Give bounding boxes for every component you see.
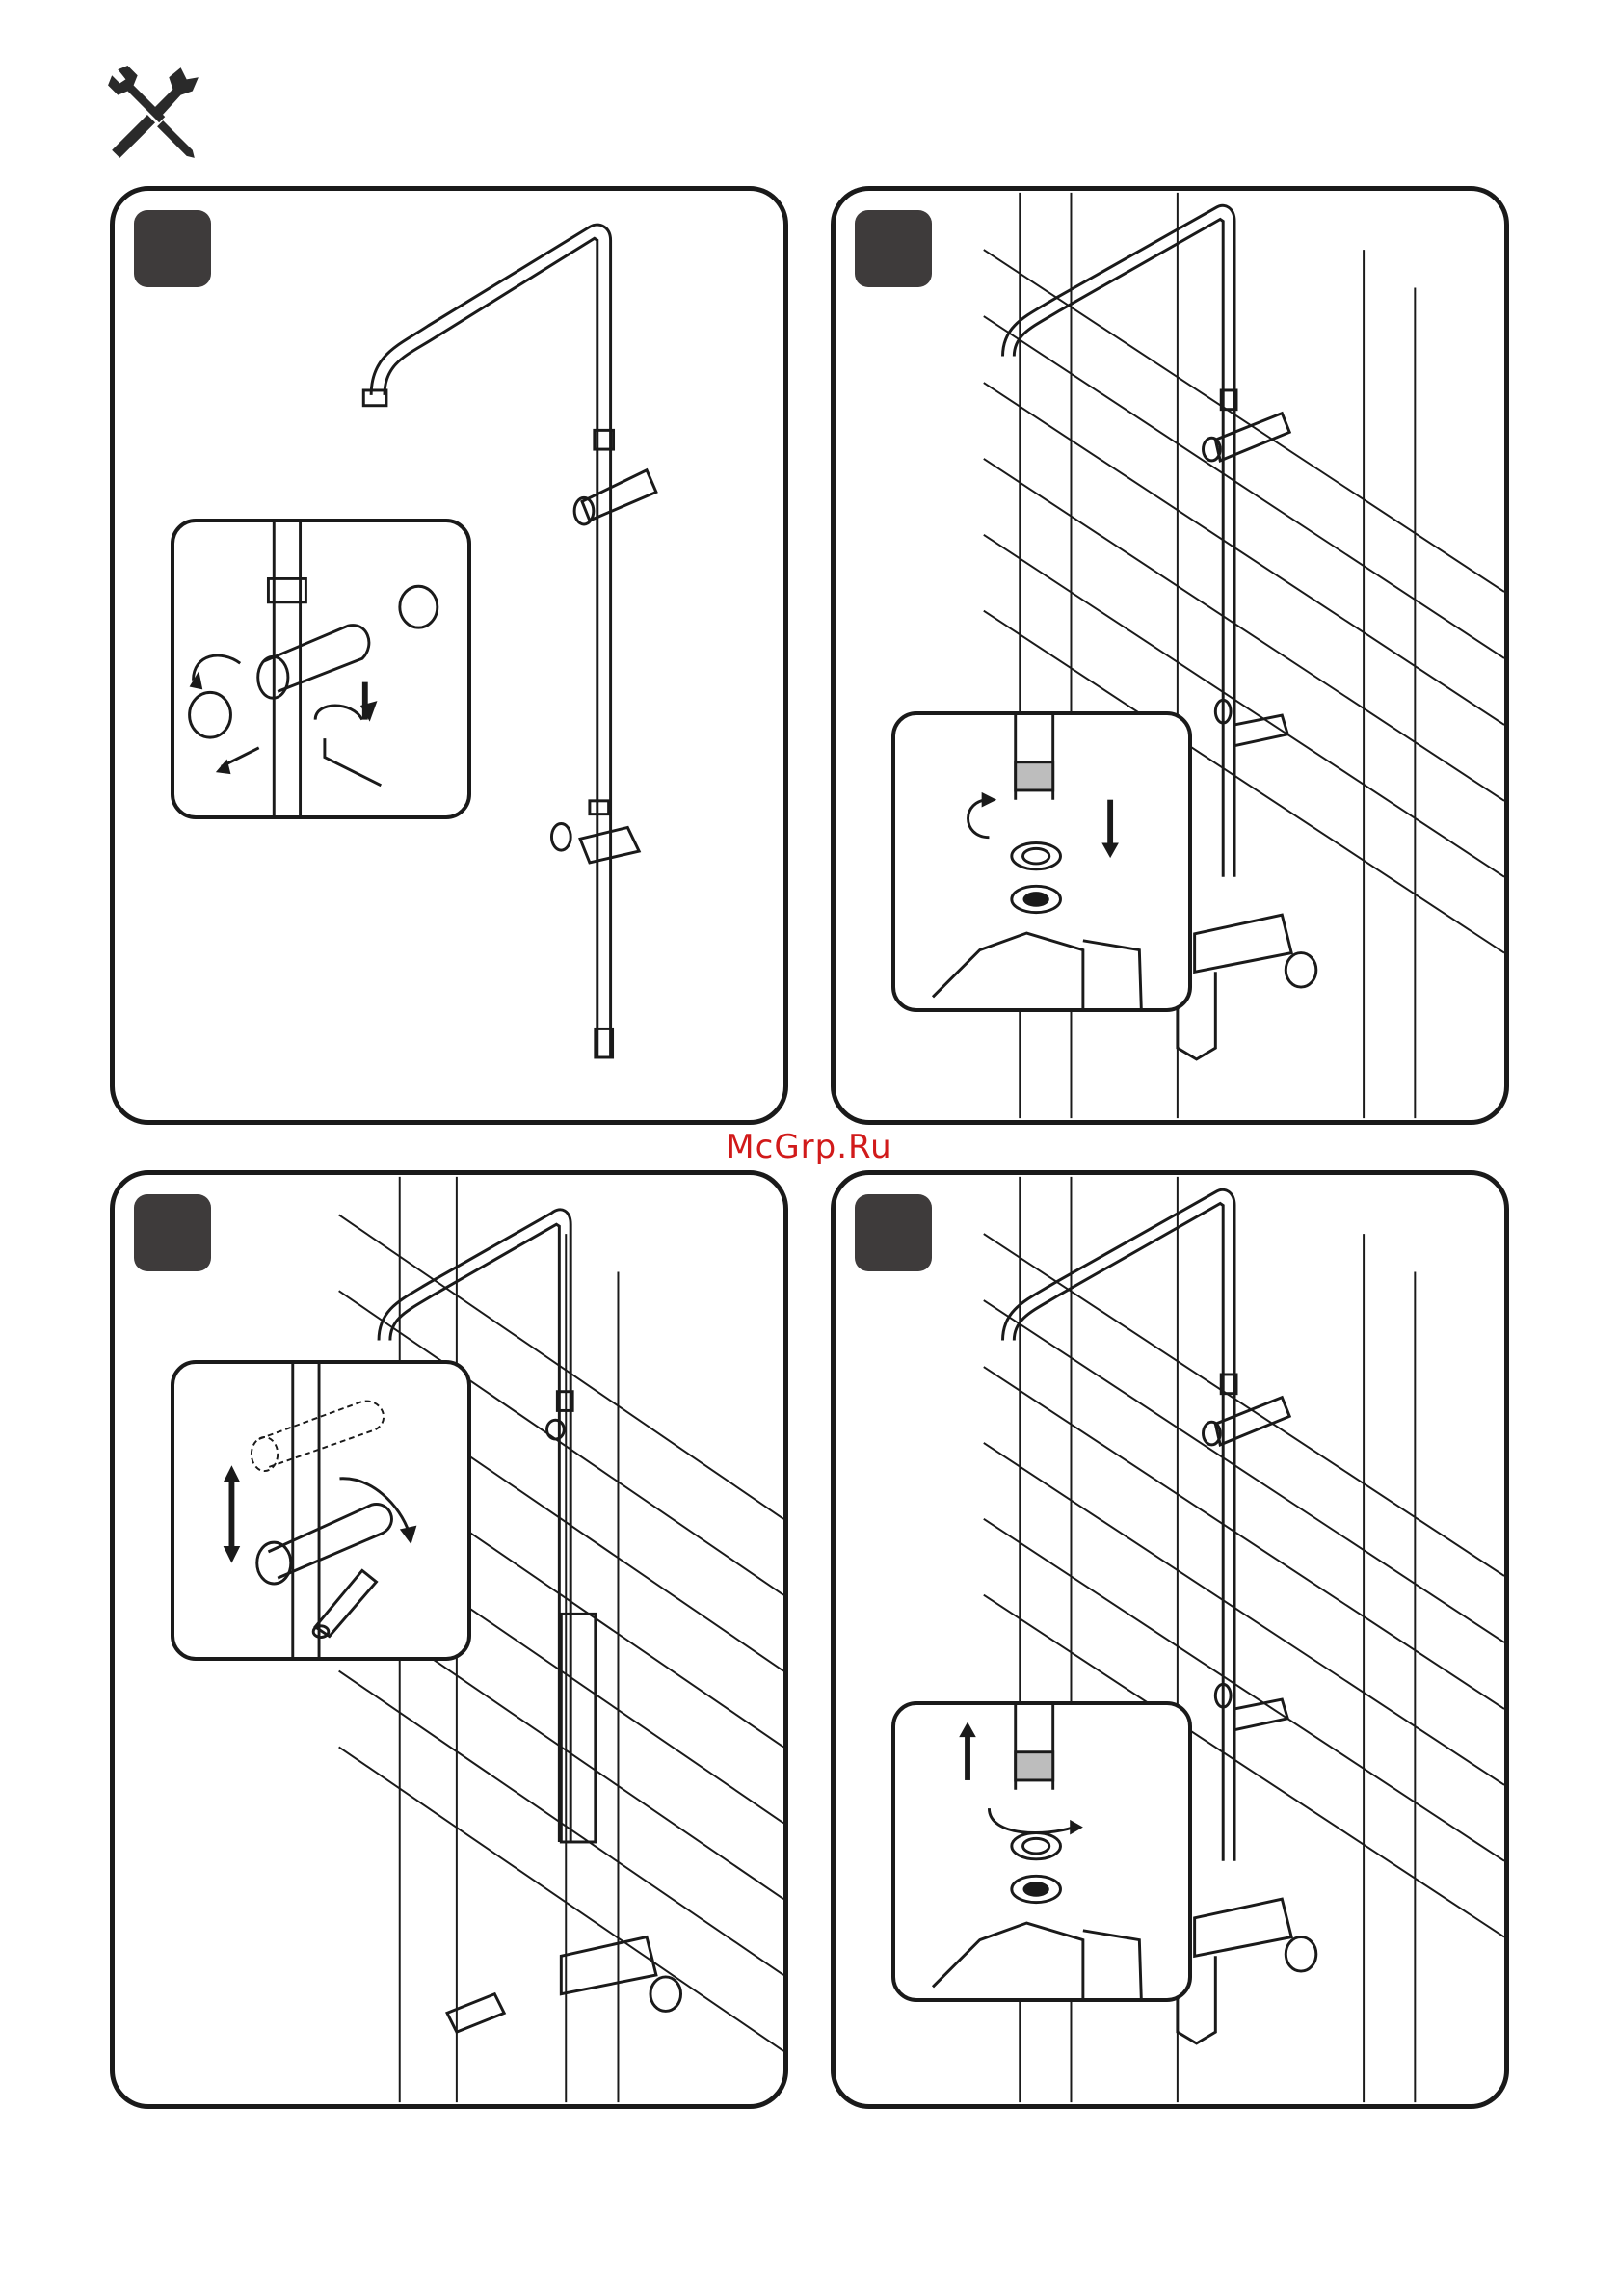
detail-inset-4: [891, 1701, 1192, 2002]
wrench-screwdriver-icon: [104, 64, 202, 162]
step-1-panel: [110, 186, 788, 1125]
detail-inset-2: [891, 711, 1192, 1012]
step-4-panel: [831, 1170, 1509, 2109]
step-2-panel: [831, 186, 1509, 1125]
detail-inset-3: [171, 1360, 471, 1661]
detail-inset-1: [171, 519, 471, 819]
step-3-panel: [110, 1170, 788, 2109]
watermark: McGrp.Ru: [0, 1128, 1618, 1166]
